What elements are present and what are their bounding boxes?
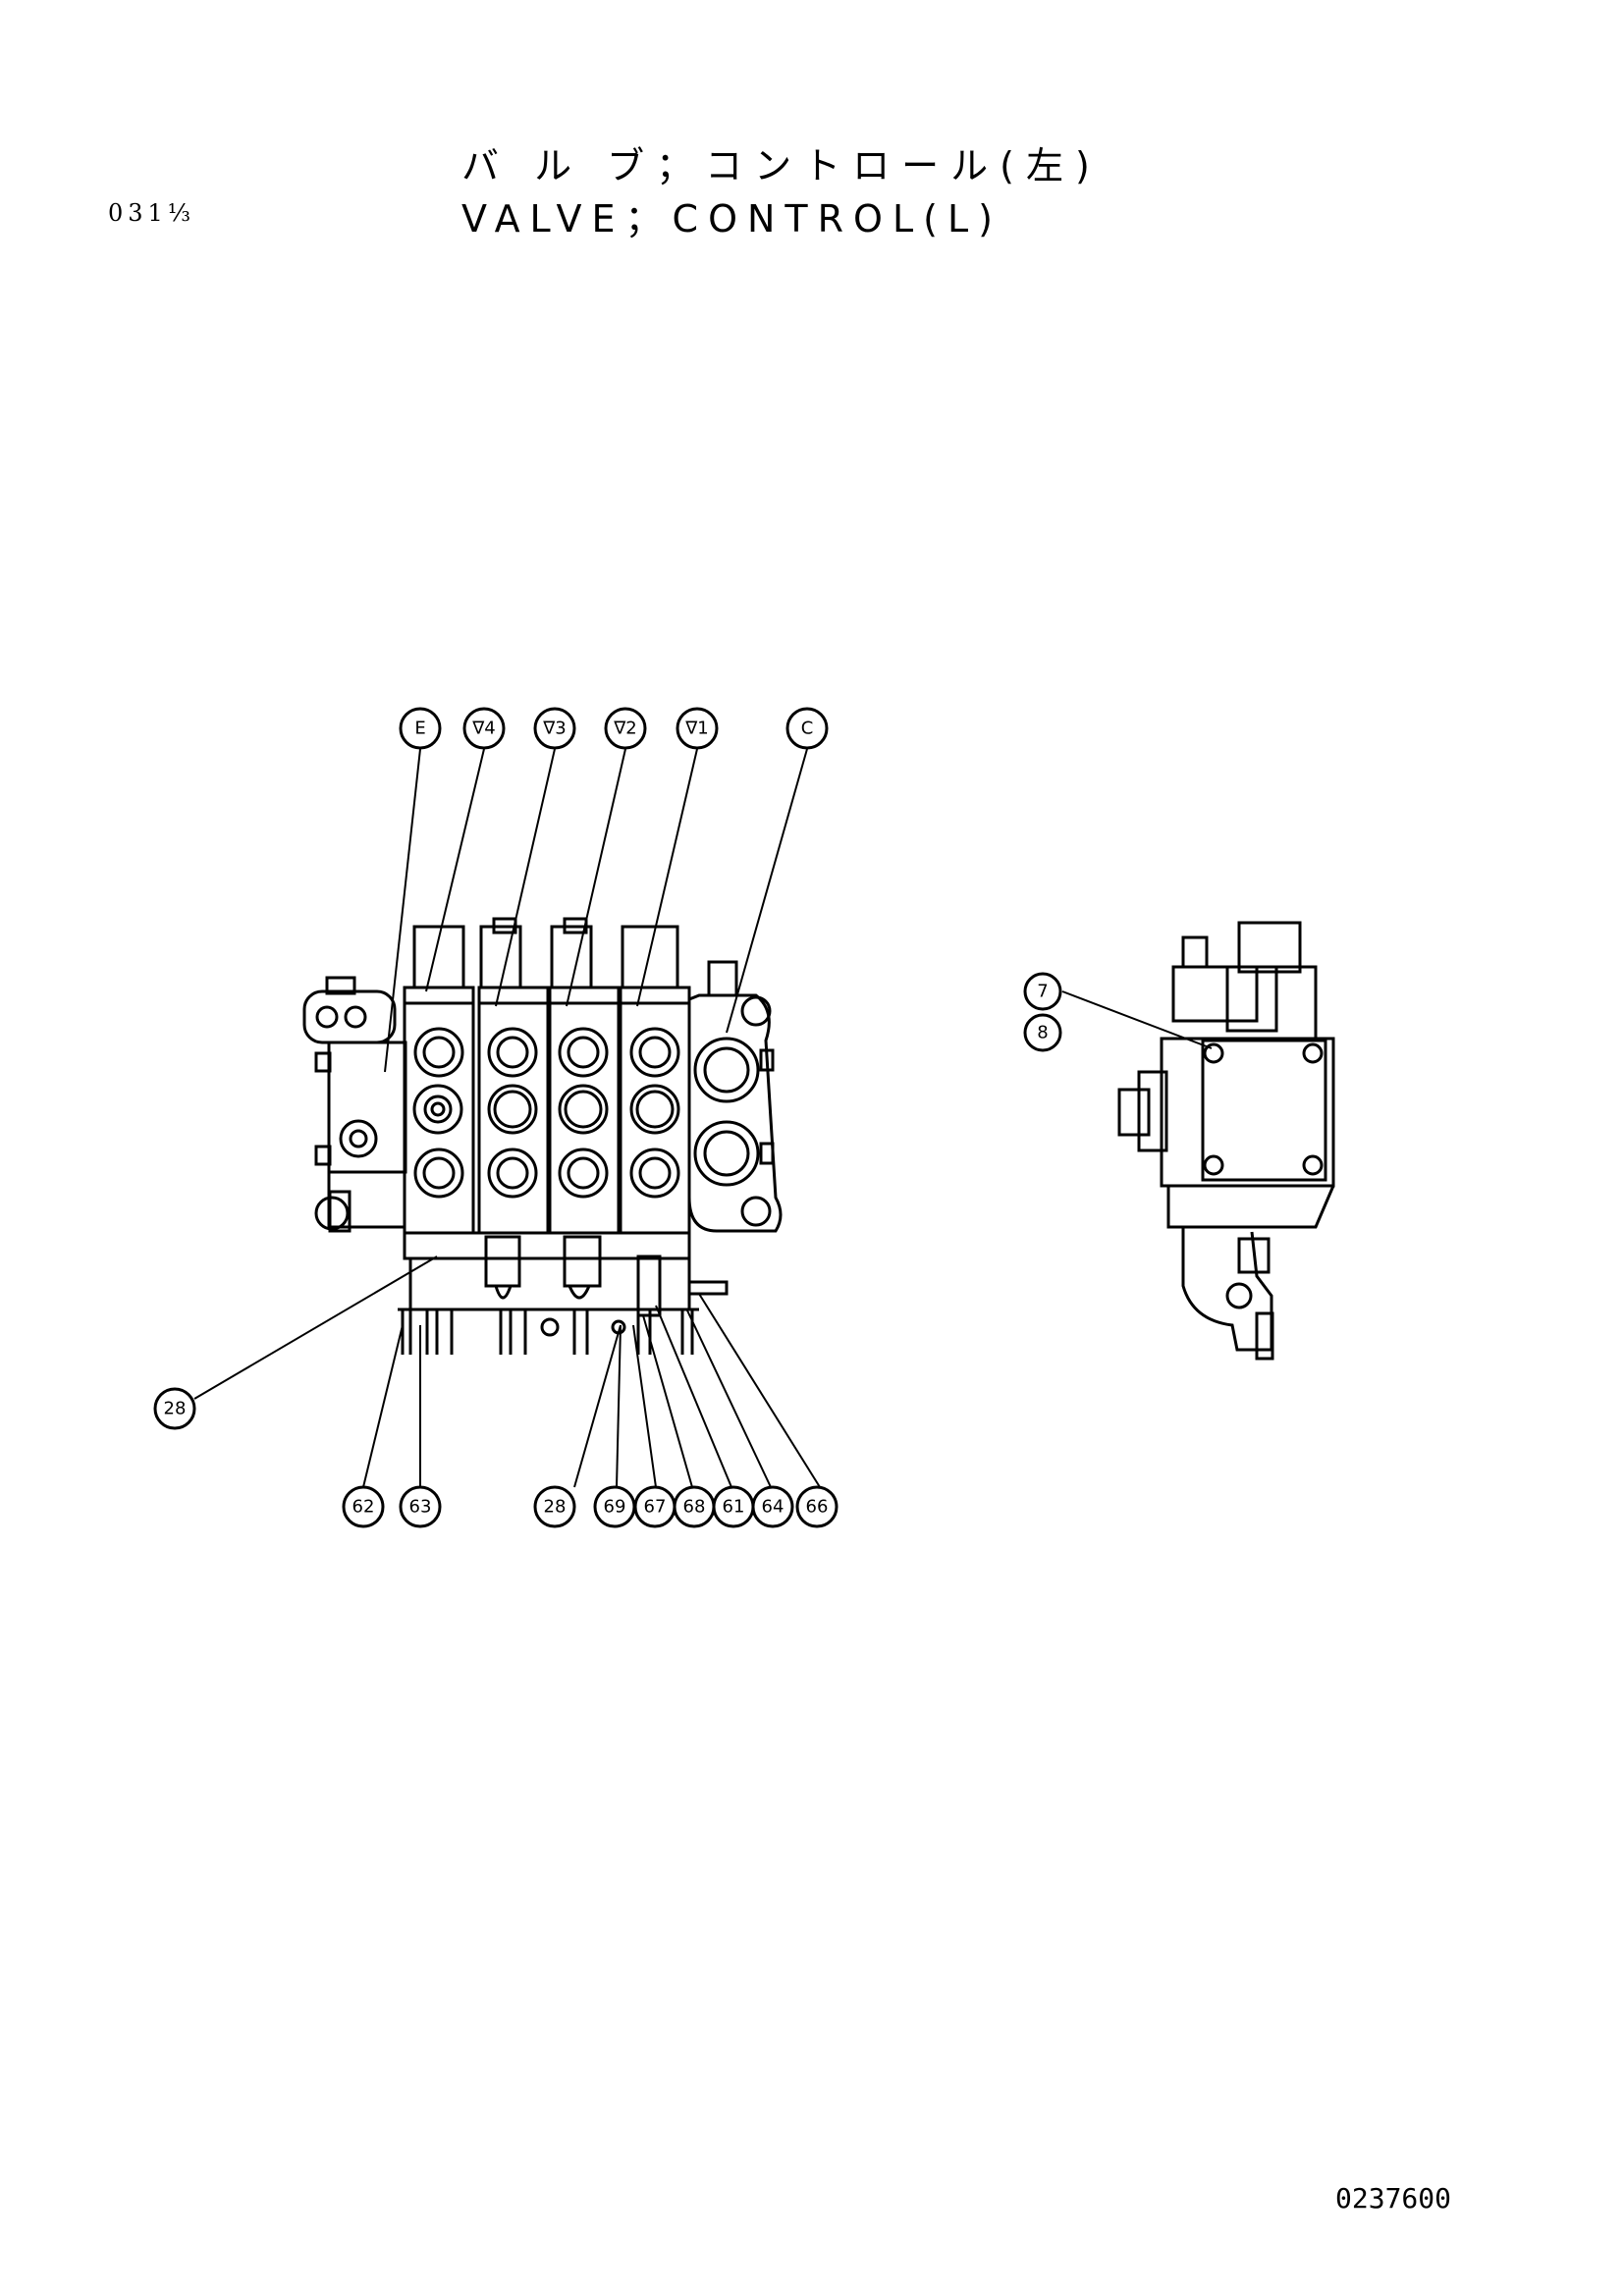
callout-v3: ∇3	[542, 719, 567, 739]
drawing-number: 0237600	[1335, 2182, 1452, 2215]
callout-28-bottom: 28	[544, 1497, 567, 1518]
callout-68: 68	[683, 1497, 706, 1518]
callout-E: E	[414, 719, 425, 739]
callout-61: 61	[723, 1497, 745, 1518]
callout-v4: ∇4	[471, 719, 496, 739]
linkage-assembly	[398, 1231, 729, 1355]
callout-64: 64	[762, 1497, 784, 1518]
sheet-number: 031⅓	[108, 199, 196, 227]
callout-v2: ∇2	[613, 719, 637, 739]
callout-66: 66	[806, 1497, 829, 1518]
callout-28-left: 28	[164, 1399, 187, 1419]
side-view	[1117, 921, 1335, 1361]
leader-lines	[193, 748, 1213, 1488]
callout-62: 62	[352, 1497, 375, 1518]
title-english: VALVE；CONTROL(L)	[461, 197, 1002, 240]
callout-63: 63	[409, 1497, 432, 1518]
callout-69: 69	[604, 1497, 626, 1518]
callout-circles	[153, 707, 1062, 1528]
callout-C: C	[801, 719, 814, 739]
front-view	[302, 917, 783, 1355]
callout-7: 7	[1037, 982, 1048, 1002]
callout-67: 67	[644, 1497, 667, 1518]
callout-v1: ∇1	[684, 719, 709, 739]
callout-8: 8	[1037, 1023, 1048, 1043]
title-japanese: バ ル ブ；コントロール(左)	[461, 144, 1102, 187]
